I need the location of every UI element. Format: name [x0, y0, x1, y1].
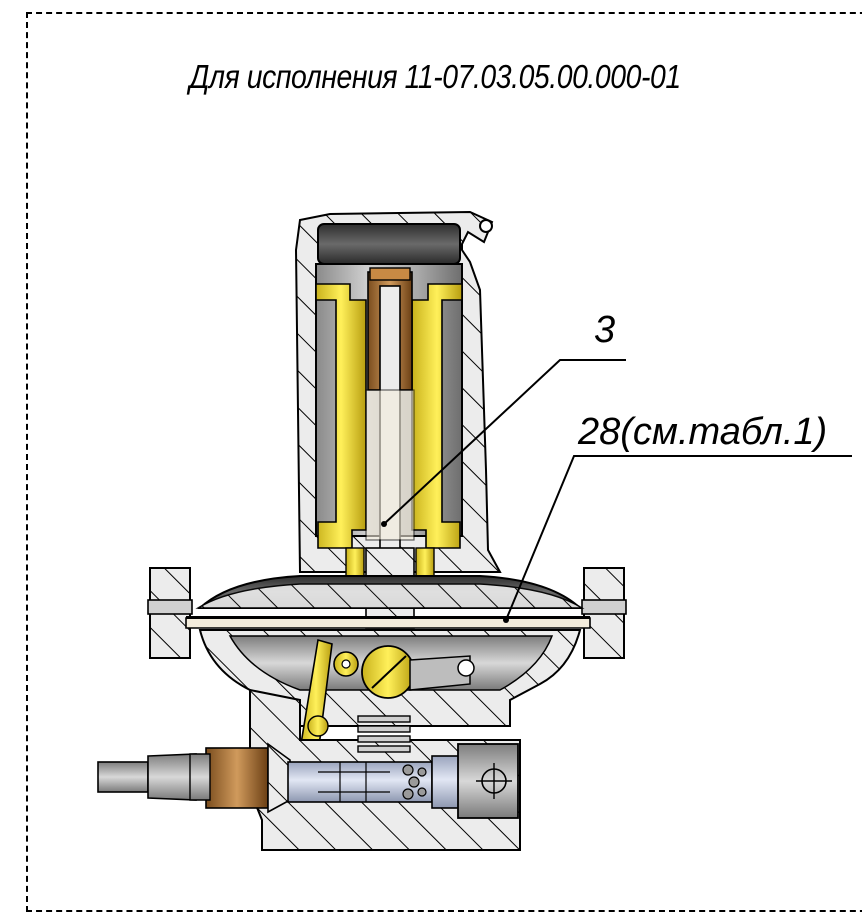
- bronze-nut: [205, 747, 269, 809]
- callout-3: 3: [594, 309, 615, 351]
- drawing-heading: Для исполнения 11-07.03.05.00.000-01: [189, 58, 681, 95]
- top-cylinder: [317, 223, 461, 265]
- valve-spring: [357, 715, 411, 753]
- inlet-shaft-left: [97, 761, 149, 793]
- callout-28: 28(см.табл.1): [577, 411, 827, 453]
- cap-hinge: [479, 219, 493, 233]
- leader-lines: [383, 359, 852, 621]
- inlet-fitting: [189, 753, 211, 801]
- diaphragm-plate: [185, 617, 591, 629]
- ball-bearings: [402, 764, 427, 800]
- end-cap: [431, 755, 461, 809]
